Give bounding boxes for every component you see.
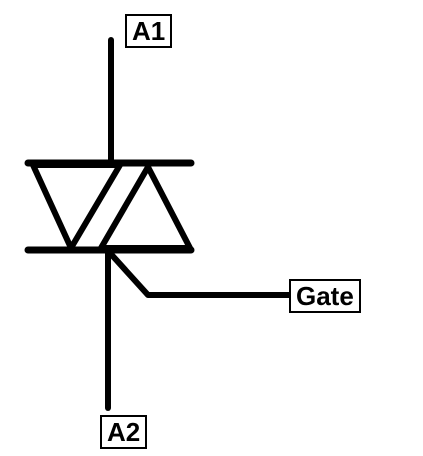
gate-lead [107, 250, 292, 298]
right-triangle [98, 164, 193, 251]
left-triangle [30, 162, 123, 251]
terminal-label-a2: A2 [100, 415, 148, 449]
terminal-label-a1: A1 [125, 14, 173, 48]
terminal-label-gate: Gate [289, 279, 361, 313]
